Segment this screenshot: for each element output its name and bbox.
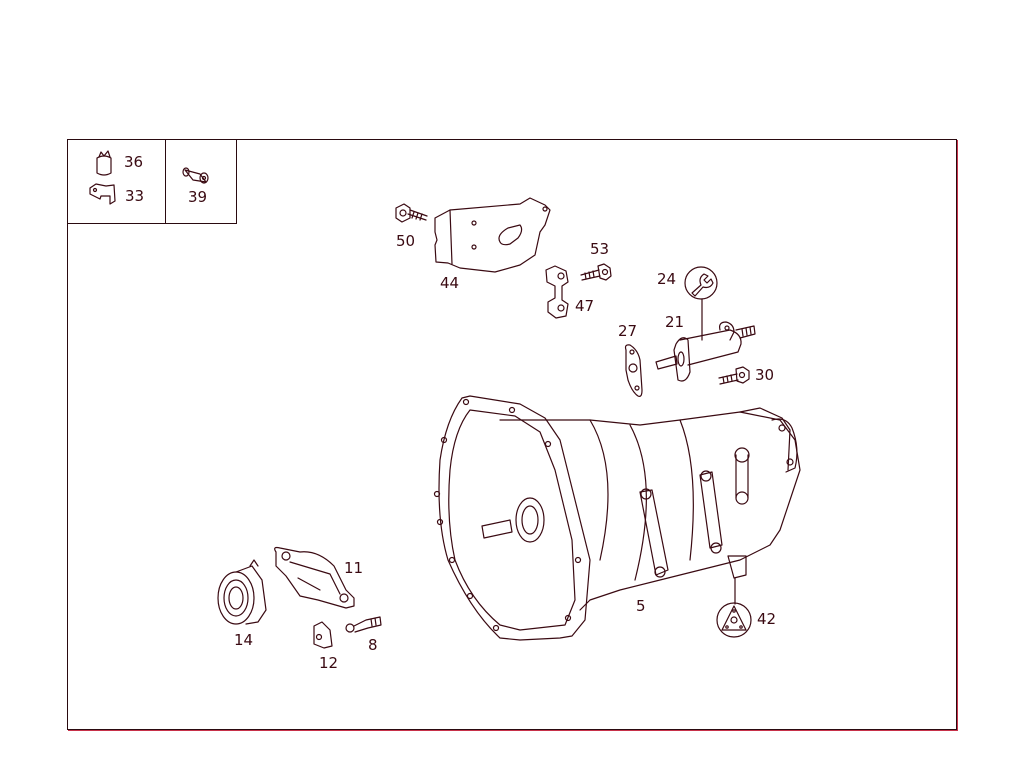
callout-42: 42 <box>757 610 777 628</box>
legend-label-33: 33 <box>125 187 145 205</box>
callout-14: 14 <box>234 631 254 649</box>
bracket-47 <box>545 265 569 319</box>
sleeve-icon <box>96 150 112 176</box>
callout-24: 24 <box>657 270 677 288</box>
clip-bracket-icon <box>89 183 116 205</box>
callout-50: 50 <box>396 232 416 250</box>
callout-30: 30 <box>755 366 775 384</box>
dowel-sleeve-icon <box>182 167 209 184</box>
gasket-27 <box>624 344 643 397</box>
wrench-torque-icon <box>684 266 718 341</box>
legend-divider <box>165 139 166 223</box>
slave-cylinder-21 <box>655 321 756 382</box>
callout-27: 27 <box>618 322 638 340</box>
callout-44: 44 <box>440 274 460 292</box>
callout-12: 12 <box>319 654 339 672</box>
callout-5: 5 <box>636 597 646 615</box>
callout-21: 21 <box>665 313 685 331</box>
retaining-clip-12 <box>313 621 333 649</box>
diagram-frame <box>67 139 957 730</box>
bracket-44 <box>434 197 551 273</box>
callout-47: 47 <box>575 297 595 315</box>
callout-53: 53 <box>590 240 610 258</box>
bolt-50 <box>395 203 428 223</box>
release-fork-11 <box>274 546 355 609</box>
bolt-53 <box>580 263 612 281</box>
lubricant-icon <box>716 602 752 638</box>
callout-11: 11 <box>344 559 364 577</box>
release-bearing-14 <box>217 559 267 625</box>
ball-stud-8 <box>345 616 382 633</box>
bolt-30 <box>718 366 750 385</box>
legend-label-39: 39 <box>188 188 208 206</box>
callout-8: 8 <box>368 636 378 654</box>
legend-label-36: 36 <box>124 153 144 171</box>
transmission-housing-5 <box>433 395 801 641</box>
legend-box <box>67 139 237 224</box>
